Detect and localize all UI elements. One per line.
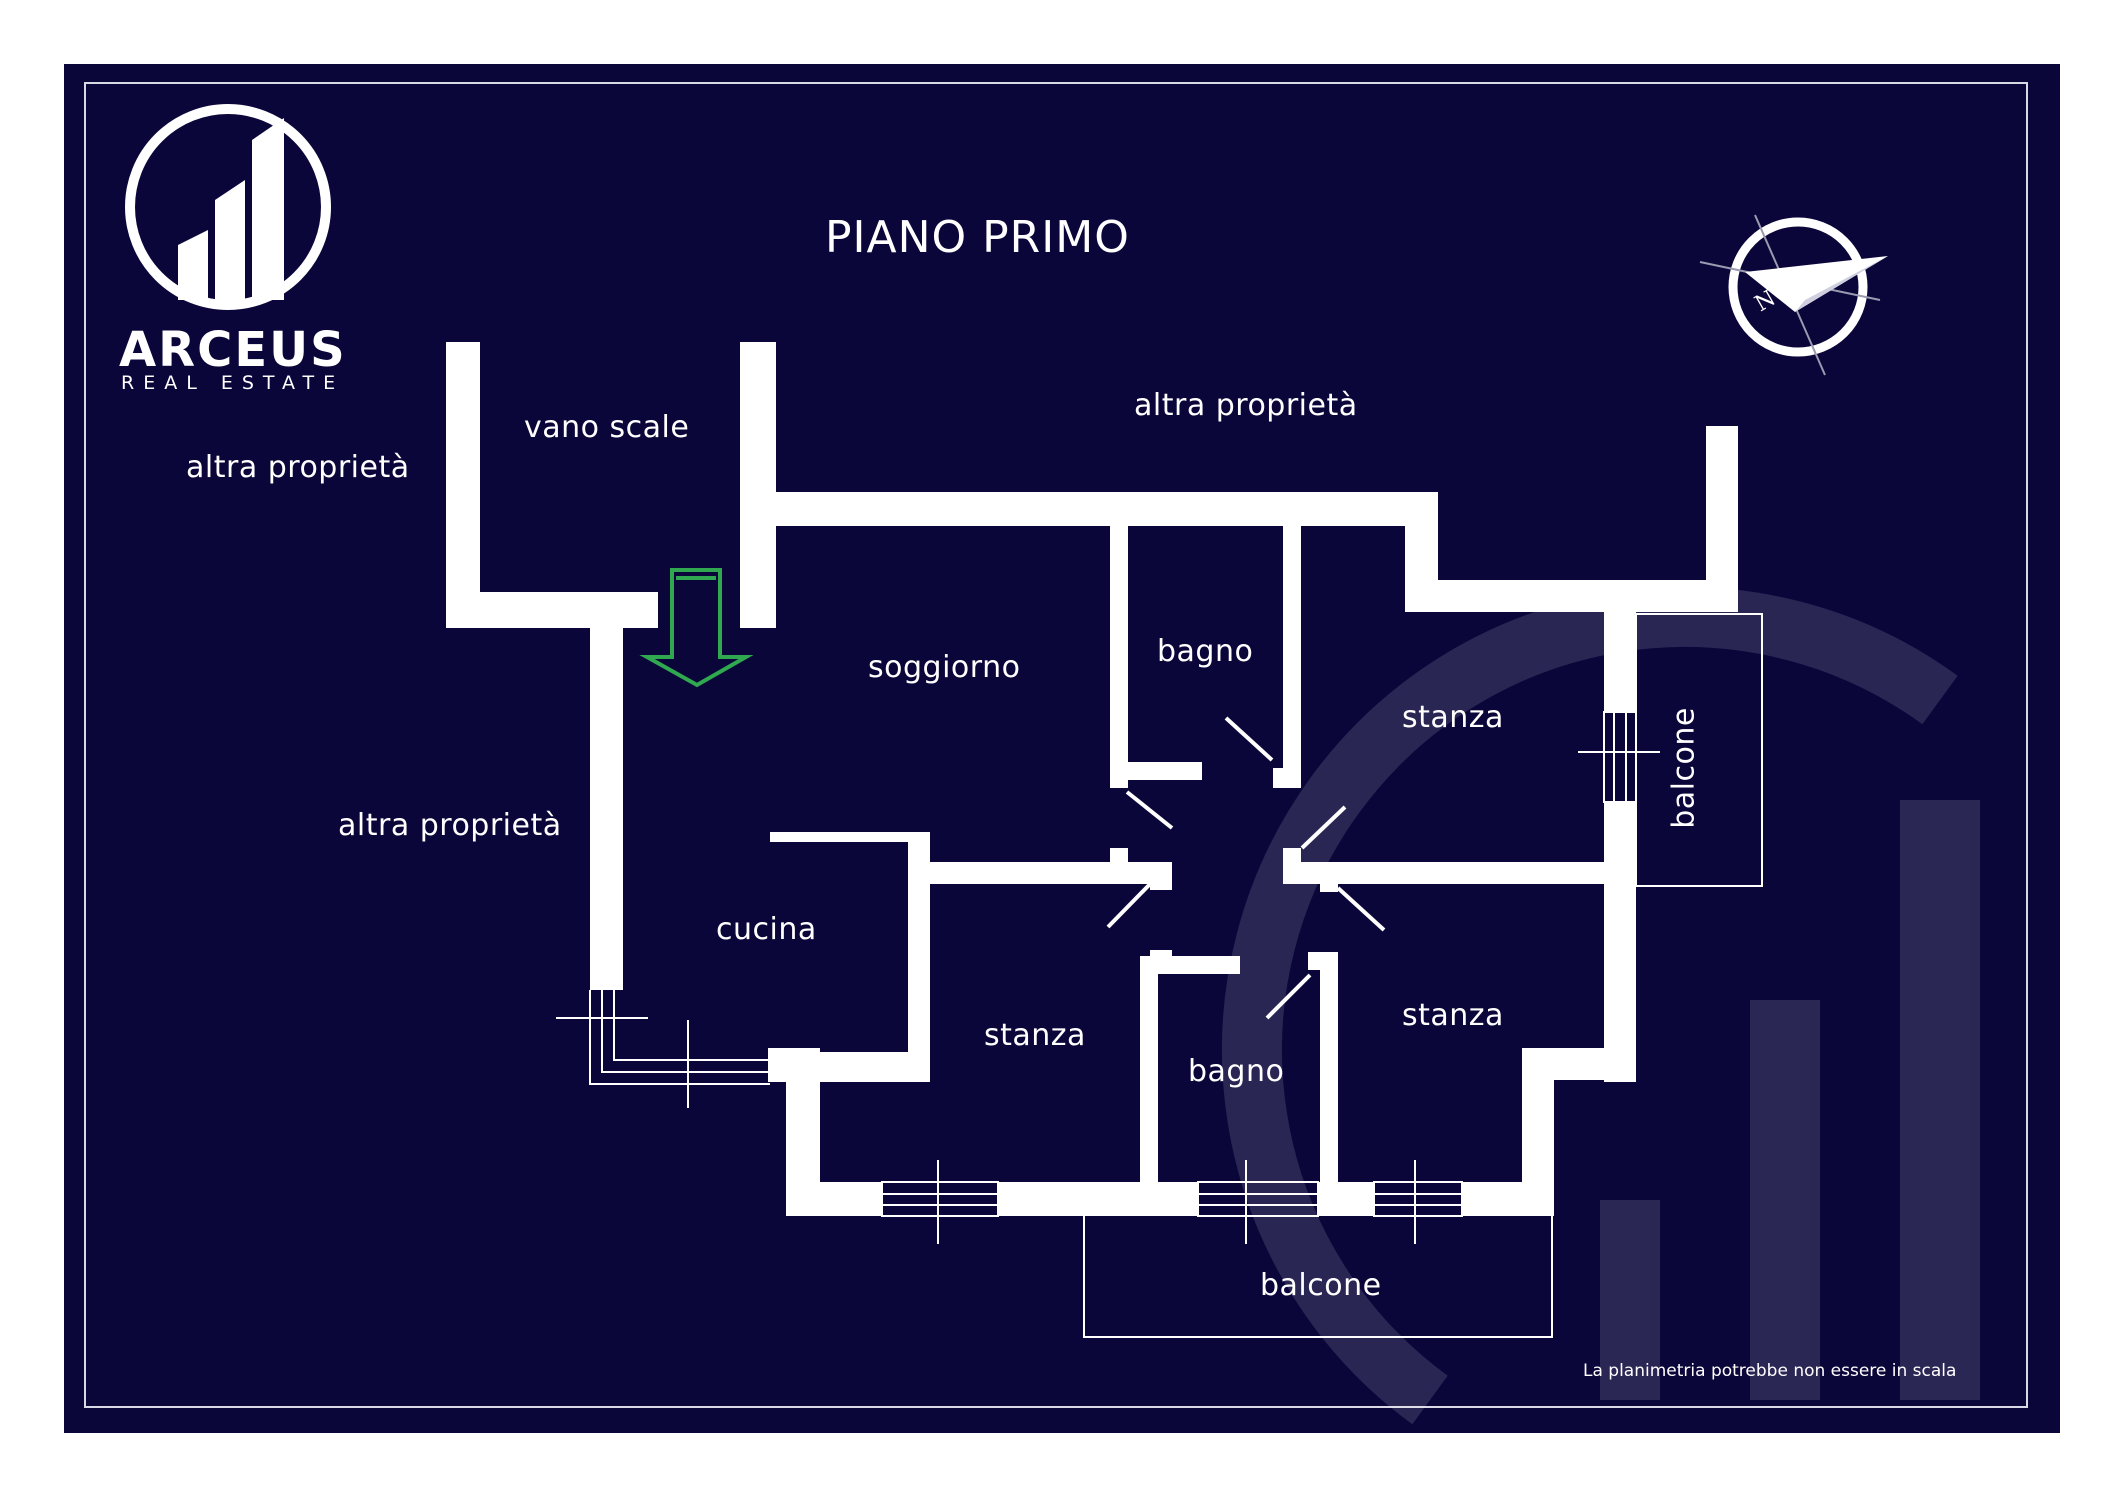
label-vano-scale: vano scale (524, 410, 690, 445)
logo-subtitle: REAL ESTATE (121, 372, 345, 394)
label-balcone-bottom: balcone (1260, 1268, 1382, 1303)
label-balcone-right: balcone (1666, 707, 1702, 829)
label-stanza-bottom-right: stanza (1402, 998, 1504, 1033)
door-swings (1106, 716, 1386, 1020)
logo-name: ARCEUS (119, 322, 347, 378)
logo-emblem (125, 104, 331, 310)
page-title: PIANO PRIMO (825, 212, 1130, 263)
entrance-arrow-icon (639, 568, 754, 688)
label-cucina: cucina (716, 912, 817, 947)
label-bagno-bottom: bagno (1188, 1054, 1285, 1089)
watermark-logo (1221, 586, 1980, 1425)
windows (556, 711, 1660, 1244)
label-altra-proprieta-top: altra proprietà (1134, 388, 1358, 423)
compass-icon: N (1699, 214, 1888, 376)
label-bagno-top: bagno (1157, 634, 1254, 669)
label-stanza-right-top: stanza (1402, 700, 1504, 735)
label-altra-proprieta-left: altra proprietà (338, 808, 562, 843)
balconies (1083, 613, 1763, 1338)
plan-frame (84, 82, 2028, 1408)
walls (446, 342, 1738, 1216)
label-stanza-bottom-left: stanza (984, 1018, 1086, 1053)
scale-note: La planimetria potrebbe non essere in sc… (1583, 1361, 1957, 1381)
label-soggiorno: soggiorno (868, 650, 1021, 685)
label-altra-proprieta-top-left: altra proprietà (186, 450, 410, 485)
